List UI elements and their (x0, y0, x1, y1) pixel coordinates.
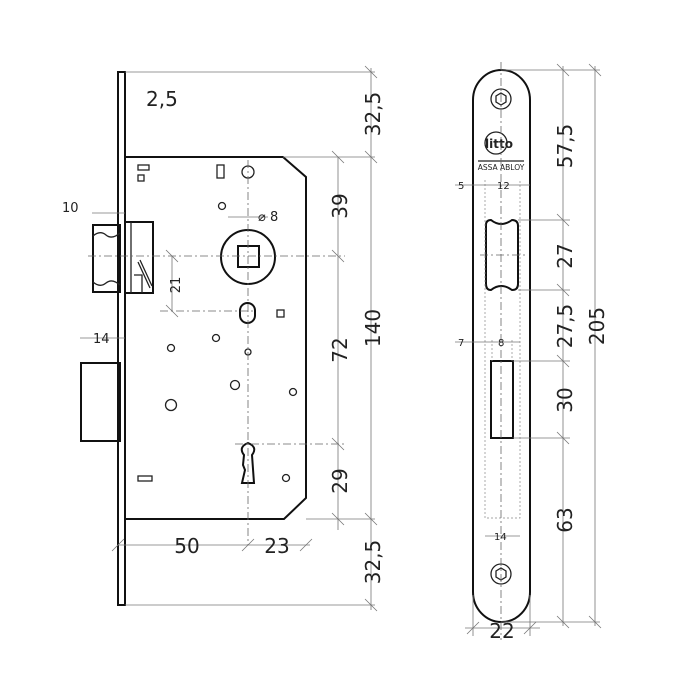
dim-bolt-width: 8 (498, 338, 504, 349)
dim-top-to-latch: 57,5 (553, 124, 577, 169)
dim-width: 22 (489, 619, 514, 643)
faceplate-outline (472, 69, 531, 623)
keyhole (240, 441, 256, 484)
litto-logo (484, 131, 508, 155)
dim-keyhole-to-bottom: 29 (328, 468, 352, 493)
dim-latch-projection: 10 (62, 201, 79, 216)
dim-keyhole-to-back: 23 (264, 534, 289, 558)
dim-spindle-size: ⌀ 8 (258, 210, 278, 225)
dim-spindle-from-top: 39 (328, 193, 352, 218)
deadbolt (80, 362, 121, 442)
dim-bolt-projection: 14 (93, 332, 110, 347)
latch-opening (485, 218, 519, 292)
dim-backset: 50 (174, 534, 199, 558)
dim-inner-width: 14 (494, 532, 507, 543)
logo-text: litto (485, 137, 513, 151)
dim-bolt-height: 30 (553, 387, 577, 412)
dim-faceplate-thickness: 2,5 (146, 87, 178, 111)
dim-latch-width: 12 (497, 181, 510, 192)
dim-case-height: 140 (361, 309, 385, 347)
dim-top-offset: 32,5 (361, 92, 385, 137)
latch-body (124, 221, 154, 294)
spindle-square (237, 245, 260, 268)
latch-head (92, 224, 121, 293)
dim-bottom-offset: 32,5 (361, 540, 385, 585)
bolt-opening (490, 360, 514, 439)
faceplate-front-view: litto ASSA ABLOY 57,5 27 27,5 30 63 205 … (455, 62, 609, 643)
brand-text: ASSA ABLOY (478, 163, 525, 172)
dim-total-height: 205 (585, 307, 609, 345)
lock-side-view: 2,5 32,5 39 72 140 29 32,5 50 23 10 14 2… (62, 65, 385, 612)
dim-latch-to-hole: 21 (169, 277, 184, 294)
oval-hole (239, 302, 256, 324)
lock-case (125, 156, 307, 520)
dim-latch-offset: 5 (458, 181, 464, 192)
dim-spindle-to-keyhole: 72 (328, 337, 352, 362)
dim-bolt-offset: 7 (458, 338, 464, 349)
dim-latch-height: 27 (553, 243, 577, 268)
faceplate-edge (117, 71, 126, 606)
dim-bolt-to-bottom: 63 (553, 507, 577, 532)
dim-latch-to-bolt: 27,5 (553, 304, 577, 349)
